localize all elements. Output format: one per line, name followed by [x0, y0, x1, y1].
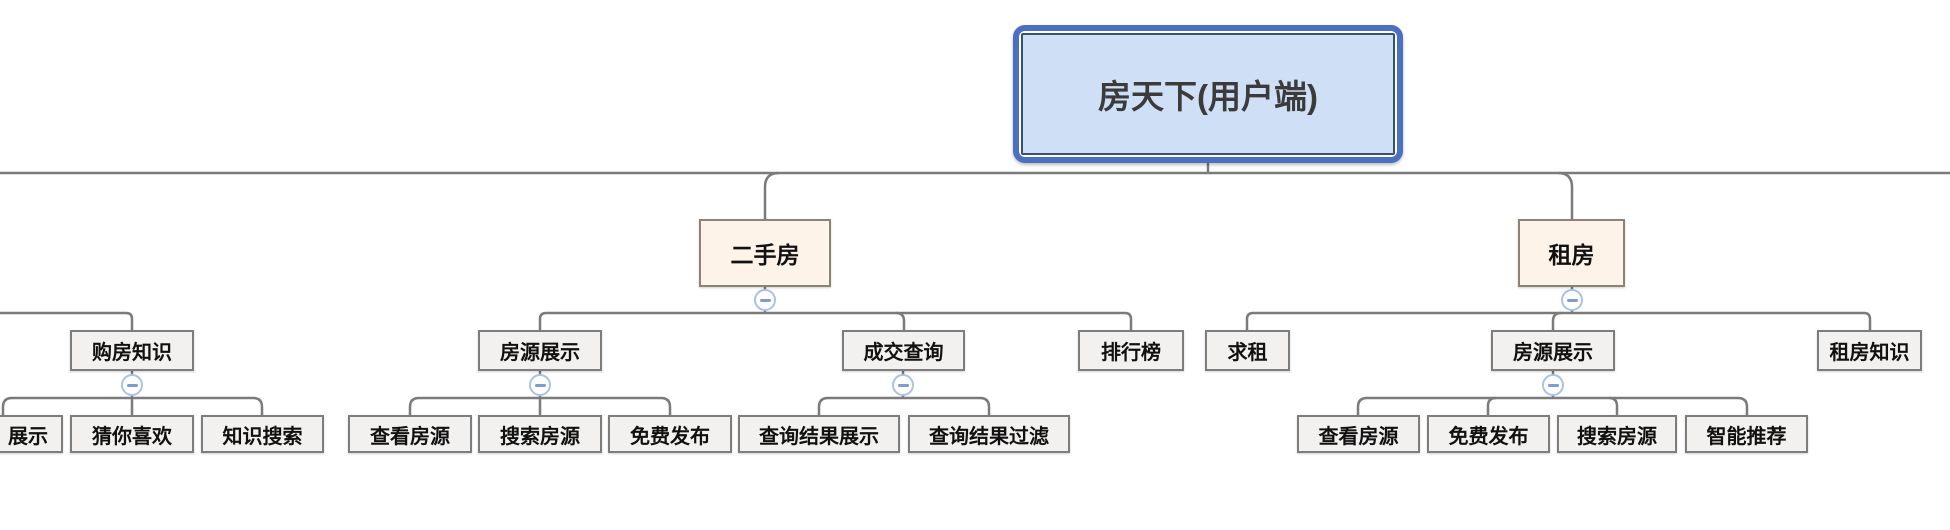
- node-zufangzhishi-label: 租房知识: [1829, 342, 1910, 364]
- branch-node-secondhand-label: 二手房: [730, 242, 800, 268]
- node-zufangzhishi[interactable]: 租房知识: [1817, 330, 1922, 371]
- collapse-toggle-icon-fangyuanzhanshi-right[interactable]: [1542, 374, 1564, 396]
- node-chakanfangyuan-right[interactable]: 查看房源: [1297, 415, 1420, 453]
- branch-node-secondhand[interactable]: 二手房: [699, 219, 831, 287]
- connector-branch-secondhand: [763, 171, 780, 219]
- node-cainixihuan[interactable]: 猜你喜欢: [70, 415, 194, 453]
- collapse-toggle-icon-rent[interactable]: [1561, 289, 1583, 311]
- node-chaxunjieguozhanshi[interactable]: 查询结果展示: [738, 415, 900, 453]
- connector-chengjiao-children-line: [817, 396, 991, 415]
- node-fangyuanzhanshi-left-label: 房源展示: [500, 342, 580, 364]
- node-goufangzhishi[interactable]: 购房知识: [70, 330, 194, 371]
- node-fangyuanzhanshi-left[interactable]: 房源展示: [478, 330, 602, 371]
- node-qiuzu-label: 求租: [1227, 342, 1268, 364]
- connector-rent-child-middle: [1551, 311, 1562, 330]
- node-sousuofangyuan-right-label: 搜索房源: [1577, 425, 1657, 448]
- connector-branch-rent: [1557, 171, 1574, 219]
- node-mianfeifabu-right[interactable]: 免费发布: [1427, 415, 1550, 453]
- node-sousuofangyuan-left[interactable]: 搜索房源: [478, 415, 602, 453]
- collapse-toggle-icon-goufangzhishi[interactable]: [121, 374, 143, 396]
- branch-node-rent-label: 租房: [1548, 242, 1595, 268]
- connector-fangyuan-r-children-line: [1356, 396, 1749, 415]
- node-goufangzhishi-label: 购房知识: [92, 342, 172, 364]
- node-sousuofangyuan-left-label: 搜索房源: [500, 425, 580, 448]
- connector-rent-children-line: [1245, 311, 1872, 330]
- node-zhinengtuijian-label: 智能推荐: [1706, 425, 1787, 448]
- node-chaxunjieguozhanshi-label: 查询结果展示: [759, 425, 879, 448]
- node-mianfeifabu-left-label: 免费发布: [630, 425, 710, 448]
- node-chengjiaochaxun-label: 成交查询: [863, 342, 944, 364]
- node-fangyuanzhanshi-right[interactable]: 房源展示: [1491, 330, 1615, 371]
- node-zhanshi-clipped-label: 展示: [8, 425, 48, 448]
- node-mianfeifabu-left[interactable]: 免费发布: [608, 415, 732, 453]
- node-zhishisousuo-label: 知识搜索: [222, 425, 303, 448]
- node-mianfeifabu-right-label: 免费发布: [1448, 425, 1529, 448]
- node-chakanfangyuan-right-label: 查看房源: [1318, 425, 1399, 448]
- node-paihangbang[interactable]: 排行榜: [1078, 330, 1184, 371]
- connector-leftclipped-children-line: [0, 311, 134, 330]
- connector-fangyuan-r-child-3: [1608, 396, 1619, 415]
- root-node-label: 房天下(用户端): [1021, 33, 1395, 155]
- connector-fangyuan-r-child-2: [1486, 396, 1497, 415]
- node-paihangbang-label: 排行榜: [1101, 342, 1161, 364]
- collapse-toggle-icon-secondhand[interactable]: [754, 289, 776, 311]
- node-zhinengtuijian[interactable]: 智能推荐: [1685, 415, 1808, 453]
- node-chakanfangyuan-left-label: 查看房源: [370, 425, 450, 448]
- root-node[interactable]: 房天下(用户端): [1013, 25, 1403, 163]
- connector-secondhand-children-line: [538, 311, 1133, 330]
- node-sousuofangyuan-right[interactable]: 搜索房源: [1557, 415, 1677, 453]
- node-chaxunjieguoguolv[interactable]: 查询结果过滤: [908, 415, 1070, 453]
- connector-secondhand-child-middle: [895, 311, 906, 330]
- branch-node-rent[interactable]: 租房: [1518, 219, 1625, 287]
- collapse-toggle-icon-fangyuanzhanshi-left[interactable]: [529, 374, 551, 396]
- node-chaxunjieguoguolv-label: 查询结果过滤: [929, 425, 1049, 448]
- collapse-toggle-icon-chengjiaochaxun[interactable]: [892, 374, 914, 396]
- node-zhanshi-clipped[interactable]: 展示: [0, 415, 63, 453]
- node-cainixihuan-label: 猜你喜欢: [92, 425, 172, 448]
- node-qiuzu[interactable]: 求租: [1205, 330, 1290, 371]
- node-chengjiaochaxun[interactable]: 成交查询: [842, 330, 965, 371]
- node-chakanfangyuan-left[interactable]: 查看房源: [348, 415, 472, 453]
- node-zhishisousuo[interactable]: 知识搜索: [201, 415, 324, 453]
- node-fangyuanzhanshi-right-label: 房源展示: [1513, 342, 1593, 364]
